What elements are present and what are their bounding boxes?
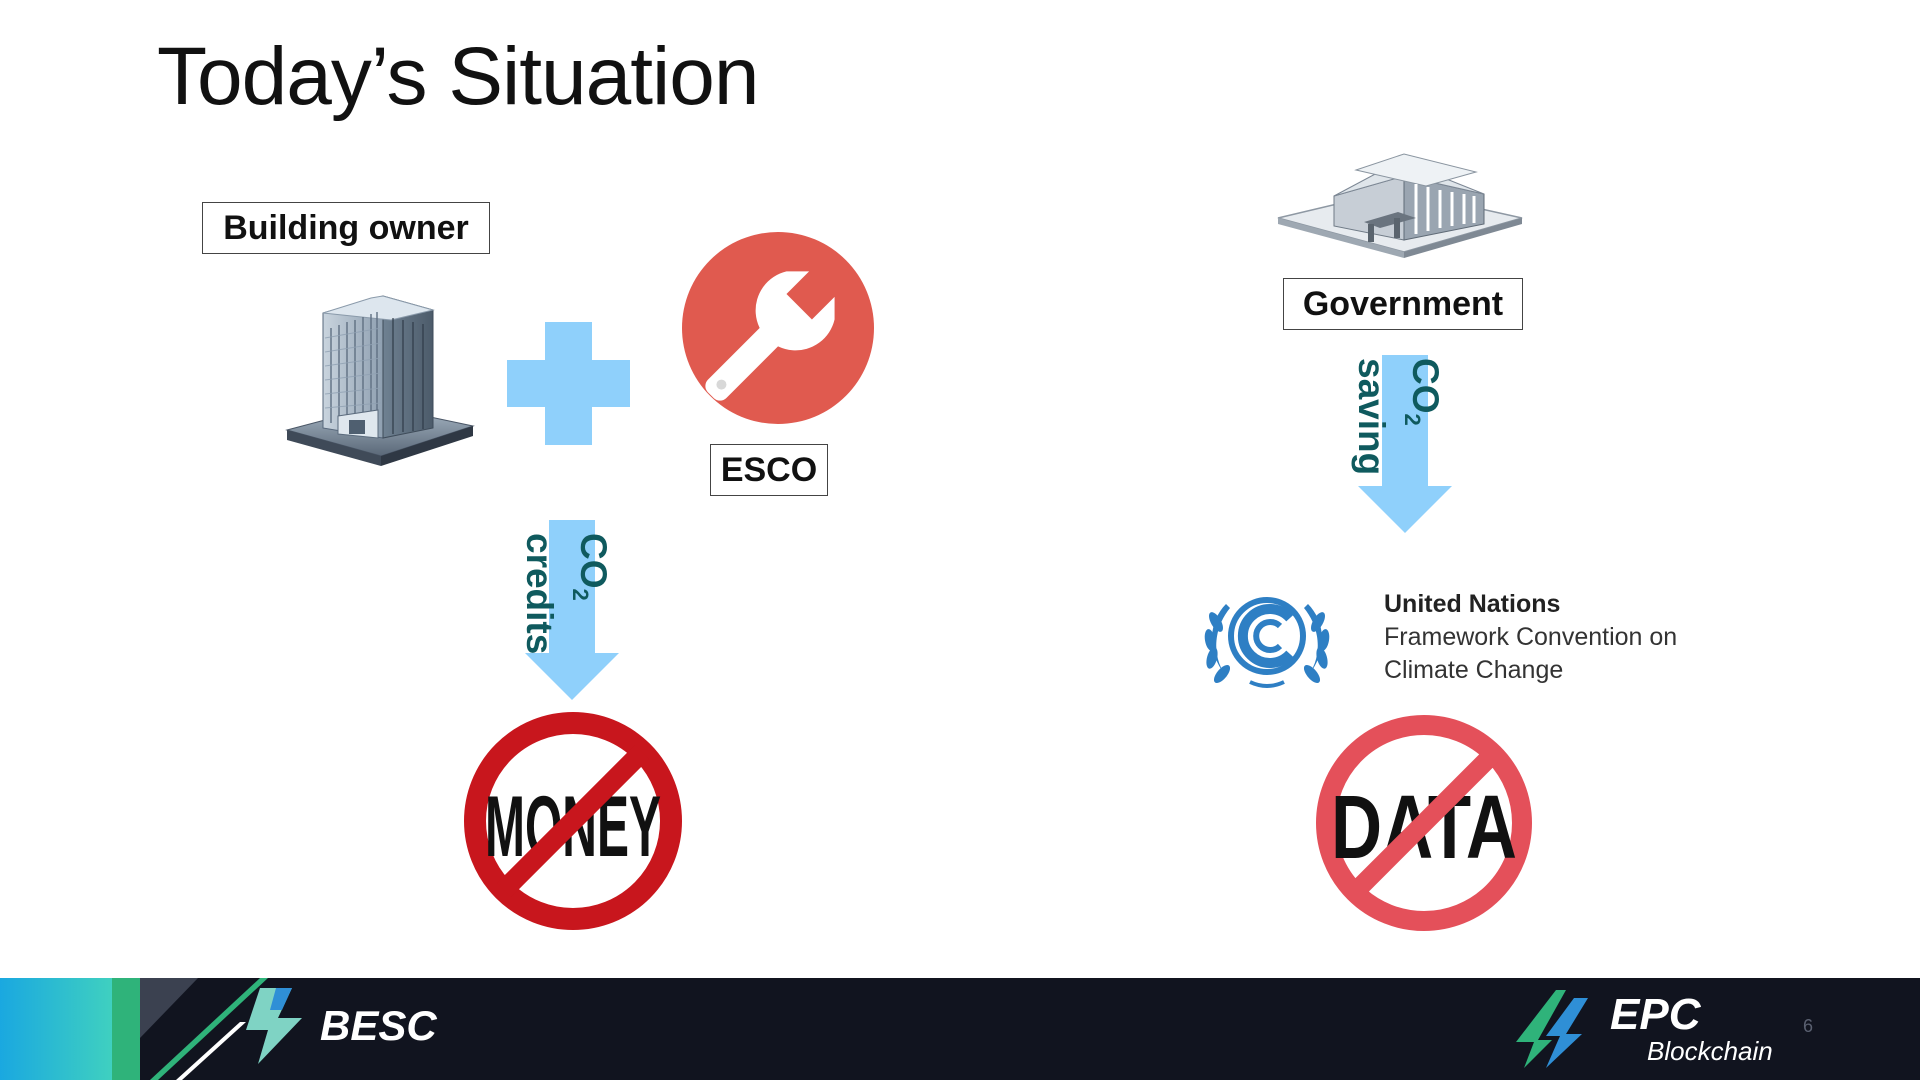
- blockchain-brand-text: Blockchain: [1647, 1036, 1773, 1066]
- arrow-down-icon: [1358, 355, 1452, 533]
- building-owner-label: Building owner: [202, 202, 490, 254]
- co2-credits-line1: CO2: [568, 533, 614, 601]
- besc-brand-text: BESC: [320, 1002, 437, 1049]
- plus-icon: [507, 322, 630, 445]
- footer-bar: BESC EPC Blockchain 6: [0, 978, 1920, 1080]
- co2-saving-line2: saving: [1351, 358, 1392, 476]
- co2-saving-line1: CO2: [1400, 358, 1446, 426]
- co2-credits-label: CO2 credits: [519, 533, 614, 683]
- co2-credits-line2: credits: [519, 533, 560, 655]
- page-number: 6: [1803, 1016, 1814, 1036]
- besc-logo-icon: [246, 988, 302, 1064]
- prohibition-sign-icon: MONEY: [464, 712, 682, 930]
- slide-title: Today’s Situation: [157, 31, 759, 122]
- esco-label: ESCO: [710, 444, 828, 496]
- wrench-icon: [682, 232, 874, 424]
- government-building-icon: [1277, 153, 1523, 258]
- epc-brand-text: EPC: [1610, 990, 1701, 1039]
- office-building-icon: [285, 295, 475, 466]
- un-laurel-logo-icon: [1204, 597, 1330, 688]
- unfccc-logo-text: United Nations Framework Convention on C…: [1384, 588, 1677, 687]
- unfccc-line-2: Framework Convention on: [1384, 623, 1678, 651]
- unfccc-line-1: United Nations: [1384, 590, 1561, 618]
- epc-logo-icon: [1516, 990, 1588, 1068]
- prohibition-sign-icon: DATA: [1316, 715, 1532, 931]
- arrow-down-icon: [525, 520, 619, 700]
- footer-accent-shapes: [0, 978, 268, 1080]
- unfccc-line-3: Climate Change: [1384, 656, 1564, 684]
- government-label: Government: [1283, 278, 1523, 330]
- co2-saving-label: CO2 saving: [1351, 358, 1446, 508]
